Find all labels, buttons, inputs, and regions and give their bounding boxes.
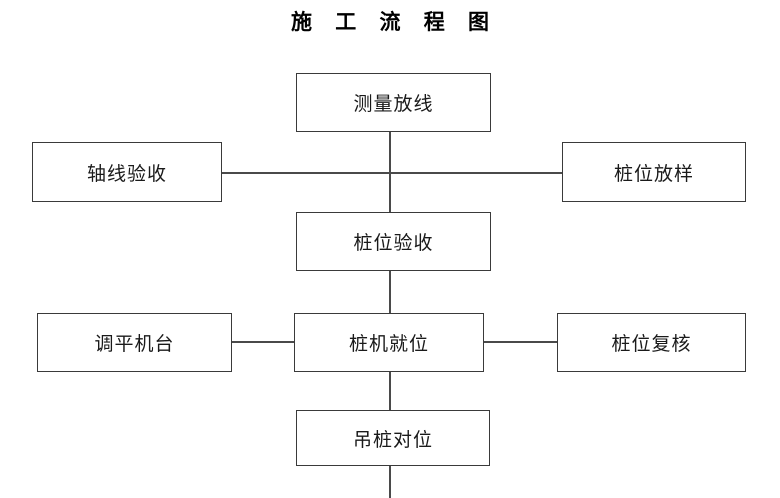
connector-h-zhuangji-to-zhuangwei-fuhe: [484, 341, 557, 343]
connector-h-zhouxian-to-zhuangwei-fangyang: [222, 172, 562, 174]
connector-h-tiaoping-to-zhuangji: [232, 341, 294, 343]
node-label: 调平机台: [94, 334, 175, 355]
node-tiaoping-jitai[interactable]: 调平机台: [37, 313, 232, 372]
node-zhuangji-jiuwei[interactable]: 桩机就位: [294, 313, 484, 372]
node-zhouxian-yanshou[interactable]: 轴线验收: [32, 142, 222, 202]
connector-v-zhuangwei-yanshou-to-zhuangji: [389, 271, 391, 313]
node-label: 吊桩对位: [352, 429, 433, 451]
node-celiang-fangxian[interactable]: 测量放线: [296, 73, 491, 132]
node-zhuangwei-fuhe[interactable]: 桩位复核: [557, 313, 746, 372]
node-diaozhuang-duiwei[interactable]: 吊桩对位: [296, 410, 490, 466]
node-label: 桩机就位: [348, 334, 429, 355]
connector-v-zhuangji-to-diaozhuang: [389, 372, 391, 410]
node-zhuangwei-yanshou[interactable]: 桩位验收: [296, 212, 491, 271]
node-label: 桩位验收: [353, 233, 434, 254]
connector-v-diaozhuang-to-next: [389, 466, 391, 498]
node-label: 桩位放样: [613, 163, 694, 185]
node-label: 测量放线: [353, 94, 434, 115]
page-title: 施 工 流 程 图: [291, 10, 498, 34]
node-label: 轴线验收: [86, 163, 167, 185]
node-zhuangwei-fangyang[interactable]: 桩位放样: [562, 142, 746, 202]
node-label: 桩位复核: [611, 334, 692, 355]
